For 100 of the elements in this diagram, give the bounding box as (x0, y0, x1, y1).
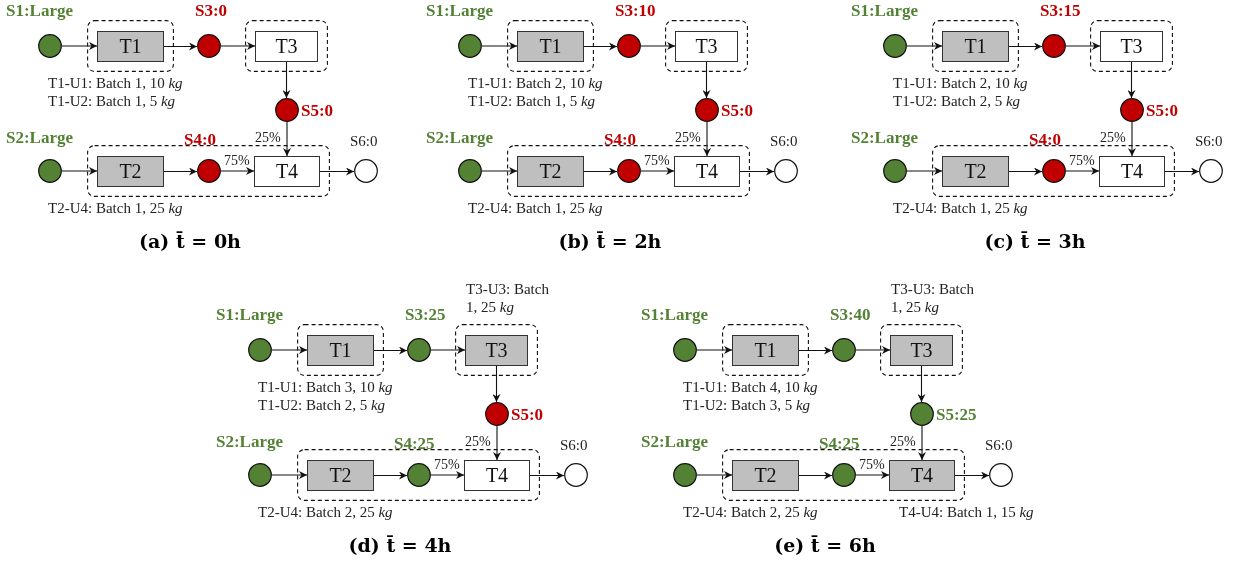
state-label: S2:Large (851, 129, 919, 147)
state-circle (407, 463, 431, 487)
edge-label: 25% (465, 434, 491, 449)
arrow (492, 365, 501, 403)
arrow (430, 346, 466, 354)
edge-label: 75% (644, 153, 670, 168)
unit-frame (932, 145, 1175, 197)
arrow (1164, 167, 1200, 176)
state-circle (883, 159, 907, 183)
unit-frame (932, 20, 1019, 72)
arrow (373, 471, 408, 480)
arrow (855, 471, 890, 479)
state-circle (673, 338, 697, 362)
batch-note: T2-U4: Batch 1, 25 kg (48, 199, 183, 217)
batch-note: T2-U4: Batch 1, 25 kg (468, 199, 603, 217)
batch-note: T1-U2: Batch 2, 5 kg (893, 92, 1021, 110)
state-label: S6:0 (350, 132, 378, 150)
state-label: S1:Large (216, 306, 284, 324)
arrow (319, 167, 355, 176)
arrow (583, 167, 618, 176)
state-label: S4:0 (184, 131, 217, 149)
state-circle (1120, 98, 1144, 122)
state-circle (910, 402, 934, 426)
arrow (739, 167, 775, 176)
state-label: S4:0 (1029, 131, 1062, 149)
arrow (529, 471, 565, 480)
task-box: T3 (675, 31, 738, 62)
arrow (163, 42, 198, 51)
arrow (1065, 42, 1101, 50)
unit-frame (87, 145, 330, 197)
arrow (917, 365, 926, 403)
batch-note: T1-U1: Batch 2, 10 kg (893, 74, 1028, 92)
task-box: T2 (307, 460, 374, 491)
arrow (493, 425, 501, 461)
batch-note: T1-U2: Batch 2, 5 kg (258, 396, 386, 414)
arrow (696, 346, 733, 354)
arrow (696, 471, 733, 479)
arrow (61, 167, 98, 175)
batch-note: T2-U4: Batch 2, 25 kg (258, 503, 393, 521)
state-circle (832, 338, 856, 362)
unit-frame (297, 449, 540, 501)
arrow (640, 42, 676, 50)
task-box: T4 (464, 460, 530, 491)
state-label: S5:25 (936, 406, 977, 424)
unit-frame (722, 449, 965, 501)
unit-frame (880, 324, 963, 376)
edge-label: 75% (859, 457, 885, 472)
state-circle (458, 159, 482, 183)
state-circle (38, 34, 62, 58)
task-box: T1 (307, 335, 374, 366)
unit-frame (87, 20, 174, 72)
task-box: T1 (97, 31, 164, 62)
task-box: T2 (97, 156, 164, 187)
arrow (1127, 61, 1136, 99)
state-circle (485, 402, 509, 426)
unit-frame (665, 20, 748, 72)
task-box: T2 (942, 156, 1009, 187)
edge-label: 75% (1069, 153, 1095, 168)
arrow (282, 61, 291, 99)
arrow (798, 471, 833, 480)
arrow (61, 42, 98, 50)
state-label: S1:Large (426, 2, 494, 20)
edge-label: 25% (675, 130, 701, 145)
state-circle (248, 463, 272, 487)
task-box: T1 (942, 31, 1009, 62)
panel-caption: (a) t̄ = 0h (139, 230, 241, 252)
task-box: T4 (674, 156, 740, 187)
task-box: T3 (465, 335, 528, 366)
state-label: S2:Large (216, 433, 284, 451)
task-box: T4 (889, 460, 955, 491)
arrow (481, 167, 518, 175)
state-label: S6:0 (985, 436, 1013, 454)
state-circle (989, 463, 1013, 487)
state-label: S3:40 (830, 306, 871, 324)
state-label: S3:15 (1040, 2, 1081, 20)
state-circle (617, 34, 641, 58)
batch-note: T2-U4: Batch 2, 25 kg (683, 503, 818, 521)
state-circle (1042, 34, 1066, 58)
arrow (855, 346, 891, 354)
batch-note: T1-U1: Batch 2, 10 kg (468, 74, 603, 92)
arrow (220, 42, 256, 50)
arrow (1008, 167, 1043, 176)
batch-note: T1-U1: Batch 3, 10 kg (258, 378, 393, 396)
panel-caption: (e) t̄ = 6h (774, 534, 876, 556)
arrow (798, 346, 833, 355)
state-label: S1:Large (851, 2, 919, 20)
state-circle (38, 159, 62, 183)
arrow (283, 121, 291, 157)
task-box: T3 (255, 31, 318, 62)
batch-note: T4-U4: Batch 1, 15 kg (899, 503, 1034, 521)
state-circle (354, 159, 378, 183)
arrow (906, 42, 943, 50)
state-circle (617, 159, 641, 183)
edge-label: 25% (255, 130, 281, 145)
unit-frame (455, 324, 538, 376)
panel-caption: (c) t̄ = 3h (984, 230, 1086, 252)
state-label: S6:0 (770, 132, 798, 150)
panel-caption: (b) t̄ = 2h (558, 230, 662, 252)
state-label: S5:0 (511, 406, 544, 424)
state-label: S3:25 (405, 306, 446, 324)
